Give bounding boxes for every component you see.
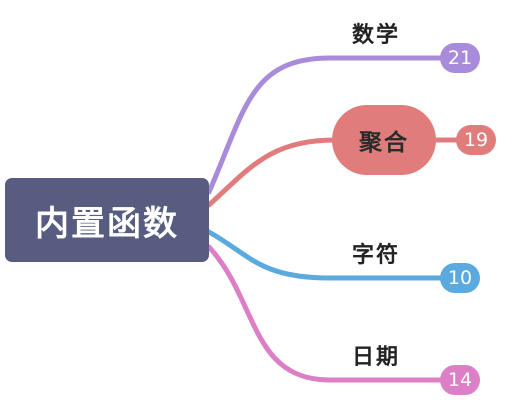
connector-math <box>206 55 455 195</box>
count-badge-date: 14 <box>440 365 480 395</box>
branch-label-date[interactable]: 日期 <box>352 345 401 370</box>
count-badge-string: 10 <box>440 263 480 293</box>
count-badge-math: 21 <box>440 43 480 73</box>
connector-string <box>206 229 458 281</box>
branch-label-math[interactable]: 数学 <box>352 23 401 48</box>
connector-aggregate <box>206 137 473 208</box>
connector-date <box>206 244 458 383</box>
root-node-label: 内置函数 <box>35 203 179 244</box>
root-node[interactable] <box>5 178 209 262</box>
branch-label-string[interactable]: 字符 <box>352 243 401 268</box>
branch-node-aggregate[interactable]: 聚合 <box>332 105 436 175</box>
count-badge-aggregate: 19 <box>456 125 496 155</box>
